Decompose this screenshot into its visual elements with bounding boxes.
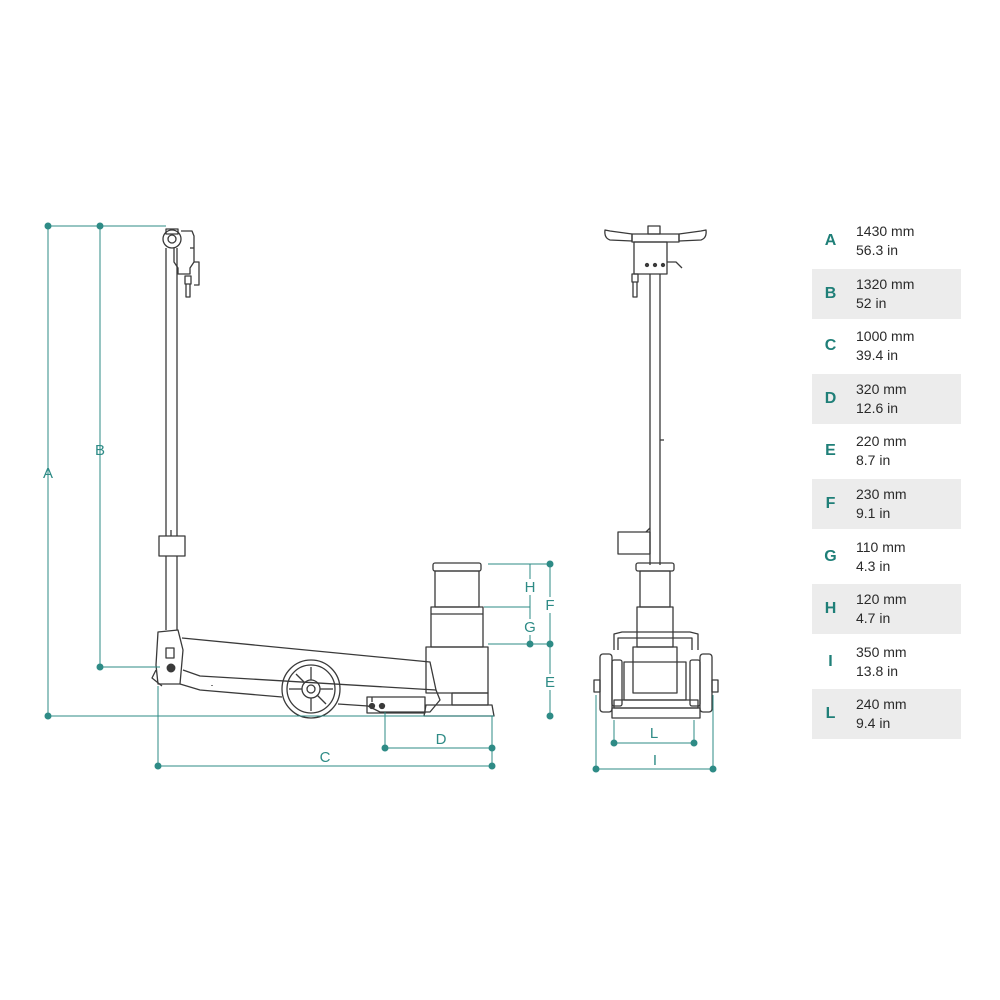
dimension-f (488, 560, 554, 645)
dimension-e (546, 640, 554, 720)
spec-in: 8.7 in (856, 452, 891, 469)
spec-row-b: B 1320 mm 52 in (812, 268, 961, 319)
spec-values: 120 mm 4.7 in (849, 584, 961, 634)
spec-letter: I (828, 652, 833, 670)
label-f: F (545, 597, 554, 614)
label-e: E (545, 674, 555, 691)
handle-grip (162, 228, 200, 298)
dimension-d (381, 712, 496, 752)
spec-table: A 1430 mm 56.3 in B 1320 mm 52 in C 1000… (812, 216, 961, 742)
spec-values: 1000 mm 39.4 in (849, 321, 961, 371)
side-view (151, 228, 495, 719)
spec-letter: G (824, 547, 837, 565)
dimension-g-h (484, 564, 534, 648)
spec-in: 9.4 in (856, 715, 891, 732)
dimension-labels: A B C D E F G H I L (43, 442, 658, 769)
side-ram (423, 562, 495, 717)
dimension-i (592, 695, 717, 773)
label-l: L (650, 725, 658, 742)
spec-row-l: L 240 mm 9.4 in (812, 689, 961, 740)
front-column (617, 274, 664, 565)
spec-values: 1430 mm 56.3 in (849, 216, 961, 266)
label-h: H (525, 579, 536, 596)
spec-in: 12.6 in (856, 399, 899, 416)
front-frame (611, 631, 701, 719)
spec-mm: 1000 mm (856, 328, 915, 345)
spec-in: 4.7 in (856, 610, 891, 627)
spec-mm: 120 mm (856, 591, 907, 608)
spec-row-i: I 350 mm 13.8 in (812, 637, 961, 687)
spec-mm: 320 mm (856, 380, 907, 397)
spec-row-d: D 320 mm 12.6 in (812, 373, 961, 424)
spec-row-a: A 1430 mm 56.3 in (812, 216, 961, 266)
spec-mm: 1430 mm (856, 223, 915, 239)
spec-row-g: G 110 mm 4.3 in (812, 532, 961, 582)
label-i: I (653, 752, 657, 769)
front-ram (632, 562, 678, 694)
spec-letter: B (824, 284, 837, 302)
spec-values: 1320 mm 52 in (849, 269, 961, 319)
front-view (593, 225, 719, 719)
spec-in: 52 in (856, 294, 887, 311)
spec-mm: 1320 mm (856, 275, 915, 292)
spec-row-h: H 120 mm 4.7 in (812, 584, 961, 635)
spec-row-c: C 1000 mm 39.4 in (812, 321, 961, 371)
side-wheel (281, 659, 341, 719)
spec-values: 110 mm 4.3 in (849, 532, 961, 582)
spec-letter: H (824, 600, 837, 618)
spec-letter: F (825, 494, 836, 512)
spec-letter: C (824, 337, 837, 355)
spec-in: 9.1 in (856, 504, 891, 521)
spec-row-e: E 220 mm 8.7 in (812, 426, 961, 476)
spec-values: 350 mm 13.8 in (849, 637, 961, 687)
spec-in: 39.4 in (856, 347, 899, 364)
label-b: B (95, 442, 105, 459)
dimension-c (154, 686, 496, 770)
spec-values: 220 mm 8.7 in (849, 426, 961, 476)
spec-in: 4.3 in (856, 557, 891, 574)
spec-letter: E (825, 442, 836, 460)
front-wheels (593, 653, 719, 713)
spec-mm: 240 mm (856, 696, 907, 713)
handle-bar (158, 248, 186, 630)
spec-mm: 220 mm (856, 433, 907, 450)
handle-pivot (151, 629, 184, 687)
chassis-arm (179, 637, 441, 713)
spec-values: 240 mm 9.4 in (849, 689, 961, 739)
label-c: C (320, 749, 331, 766)
spec-values: 320 mm 12.6 in (849, 374, 961, 424)
front-handle (604, 225, 707, 298)
dimension-b (96, 222, 160, 671)
foot-plate (366, 696, 426, 714)
spec-mm: 350 mm (856, 643, 907, 660)
spec-row-f: F 230 mm 9.1 in (812, 478, 961, 529)
dimension-lines (44, 222, 717, 773)
spec-letter: A (824, 232, 837, 249)
spec-in: 13.8 in (856, 662, 899, 679)
spec-letter: D (824, 389, 837, 407)
spec-mm: 230 mm (856, 485, 907, 502)
spec-mm: 110 mm (856, 538, 906, 555)
spec-values: 230 mm 9.1 in (849, 479, 961, 529)
label-a: A (43, 465, 53, 482)
spec-letter: L (825, 705, 836, 723)
label-g: G (524, 619, 536, 636)
label-d: D (436, 731, 447, 748)
dimension-a (44, 222, 494, 720)
dimension-l (610, 720, 698, 747)
spec-in: 56.3 in (856, 242, 899, 258)
